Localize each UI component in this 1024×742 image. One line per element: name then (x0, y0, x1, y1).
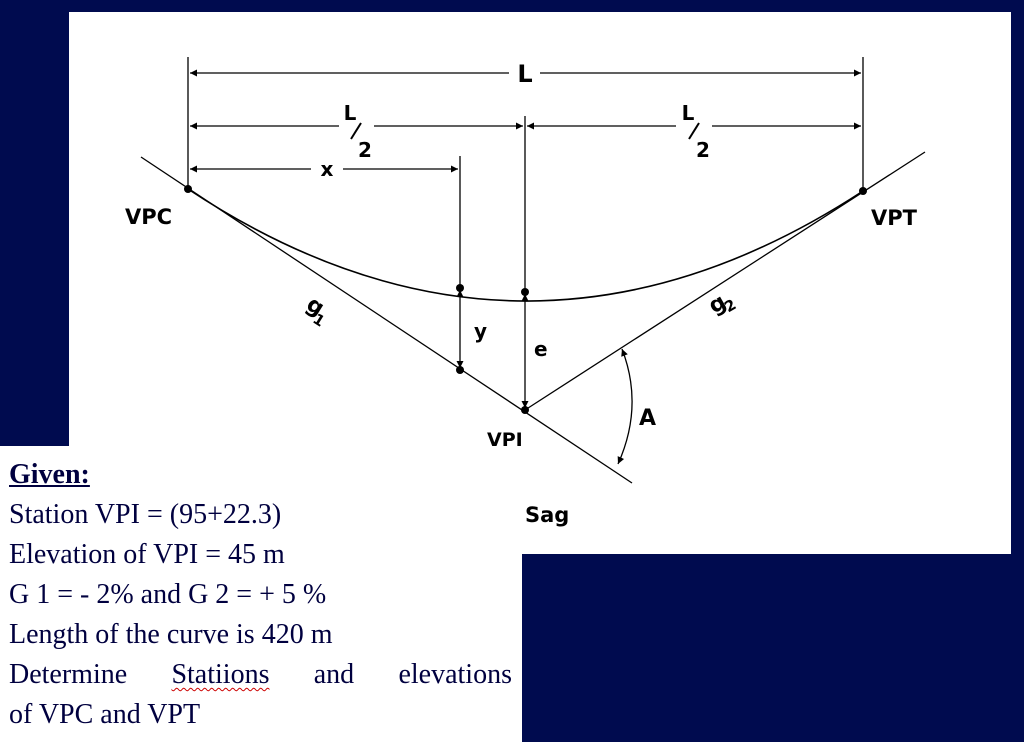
angle-A-arc (617, 348, 633, 465)
sag-label: Sag (525, 503, 569, 527)
given-task-line-2: of VPC and VPT (9, 699, 201, 730)
given-grades: G 1 = - 2% and G 2 = + 5 % (9, 579, 327, 610)
vpt-point (859, 187, 867, 195)
angle-A-label: A (639, 406, 656, 431)
half-L-left-numerator: L (344, 101, 357, 125)
tangent-point-at-x (456, 366, 464, 374)
half-L-right-numerator: L (682, 101, 695, 125)
task-word-stations: Statiions (171, 659, 270, 690)
given-task-line: Determine Statiions and elevations (9, 659, 512, 691)
task-word-determine: Determine (9, 659, 128, 690)
curve-point-at-x (456, 284, 464, 292)
task-word-elevations: elevations (398, 659, 512, 690)
vpi-label: VPI (487, 429, 523, 451)
g1-grade-label: g 1 (302, 292, 329, 331)
given-station-vpi: Station VPI = (95+22.3) (9, 499, 282, 530)
task-word-and: and (313, 659, 355, 690)
half-L-right-fraction-bar (688, 122, 700, 140)
vpi-point (521, 406, 529, 414)
given-text-box: Given: Station VPI = (95+22.3) Elevation… (0, 446, 522, 742)
vpc-label: VPC (125, 205, 172, 229)
half-L-left-denominator: 2 (358, 138, 372, 162)
vpc-point (184, 185, 192, 193)
half-L-right-denominator: 2 (696, 138, 710, 162)
given-curve-length: Length of the curve is 420 m (9, 619, 333, 650)
g2-tangent-line (524, 151, 926, 411)
half-L-left-fraction-bar (350, 122, 362, 140)
given-heading: Given: (9, 459, 90, 490)
y-label: y (474, 319, 487, 343)
given-elevation-vpi: Elevation of VPI = 45 m (9, 539, 285, 570)
L-label: L (517, 60, 532, 88)
curve-midpoint (521, 288, 529, 296)
x-label: x (321, 157, 334, 181)
sag-curve-diagram: L L 2 L 2 x y e A (125, 57, 926, 527)
e-label: e (534, 337, 548, 361)
vpt-label: VPT (871, 206, 918, 230)
